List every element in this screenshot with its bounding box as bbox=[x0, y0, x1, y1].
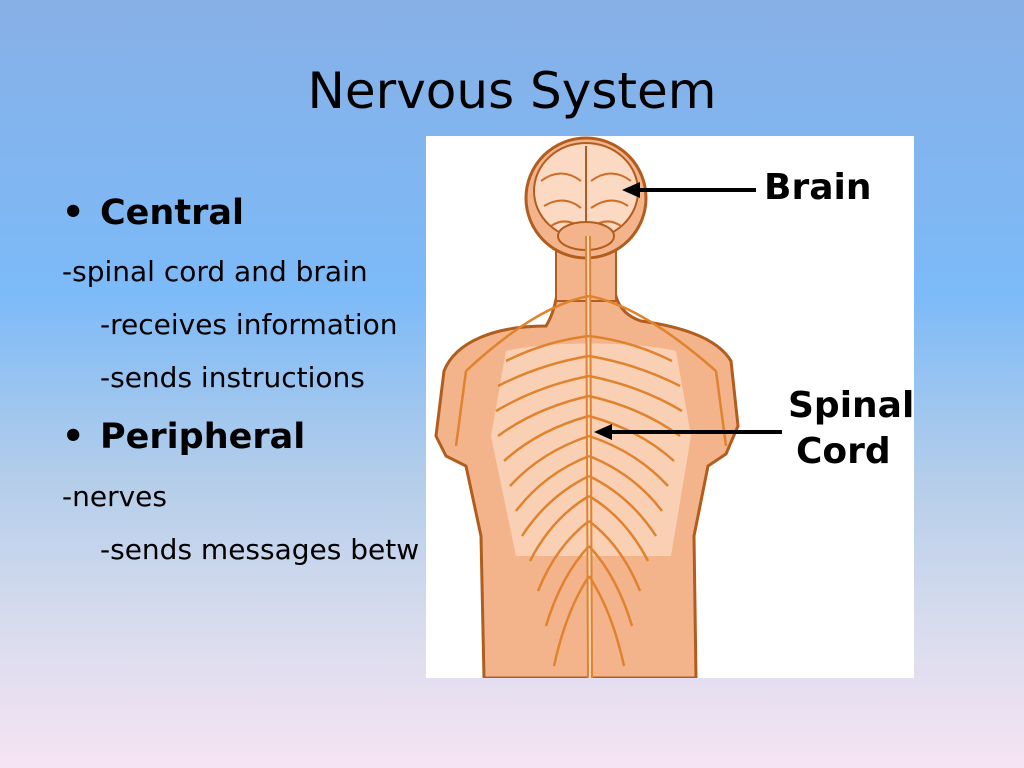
label-brain: Brain bbox=[764, 167, 872, 208]
bullet-central: • Central bbox=[62, 196, 244, 231]
bullet-heading: Central bbox=[100, 193, 244, 233]
label-cord: Cord bbox=[796, 431, 891, 472]
body-diagram bbox=[434, 136, 782, 678]
sub-line: -sends instructions bbox=[100, 361, 365, 394]
bullet-icon: • bbox=[62, 417, 85, 457]
sub-line: -receives information bbox=[100, 308, 398, 341]
brain-shape bbox=[533, 142, 639, 251]
slide-title: Nervous System bbox=[307, 62, 717, 120]
sub-line: -nerves bbox=[62, 480, 167, 513]
bullet-heading: Peripheral bbox=[100, 417, 306, 457]
label-spinal: Spinal bbox=[788, 385, 914, 426]
bullet-peripheral: • Peripheral bbox=[62, 420, 305, 455]
sub-line: -spinal cord and brain bbox=[62, 255, 368, 288]
nervous-system-illustration: Brain Spinal Cord bbox=[426, 136, 914, 678]
brain-arrow bbox=[622, 182, 756, 198]
bullet-icon: • bbox=[62, 193, 85, 233]
sub-line: -sends messages betw bbox=[100, 533, 420, 566]
spinal-cord-arrow bbox=[594, 424, 782, 440]
